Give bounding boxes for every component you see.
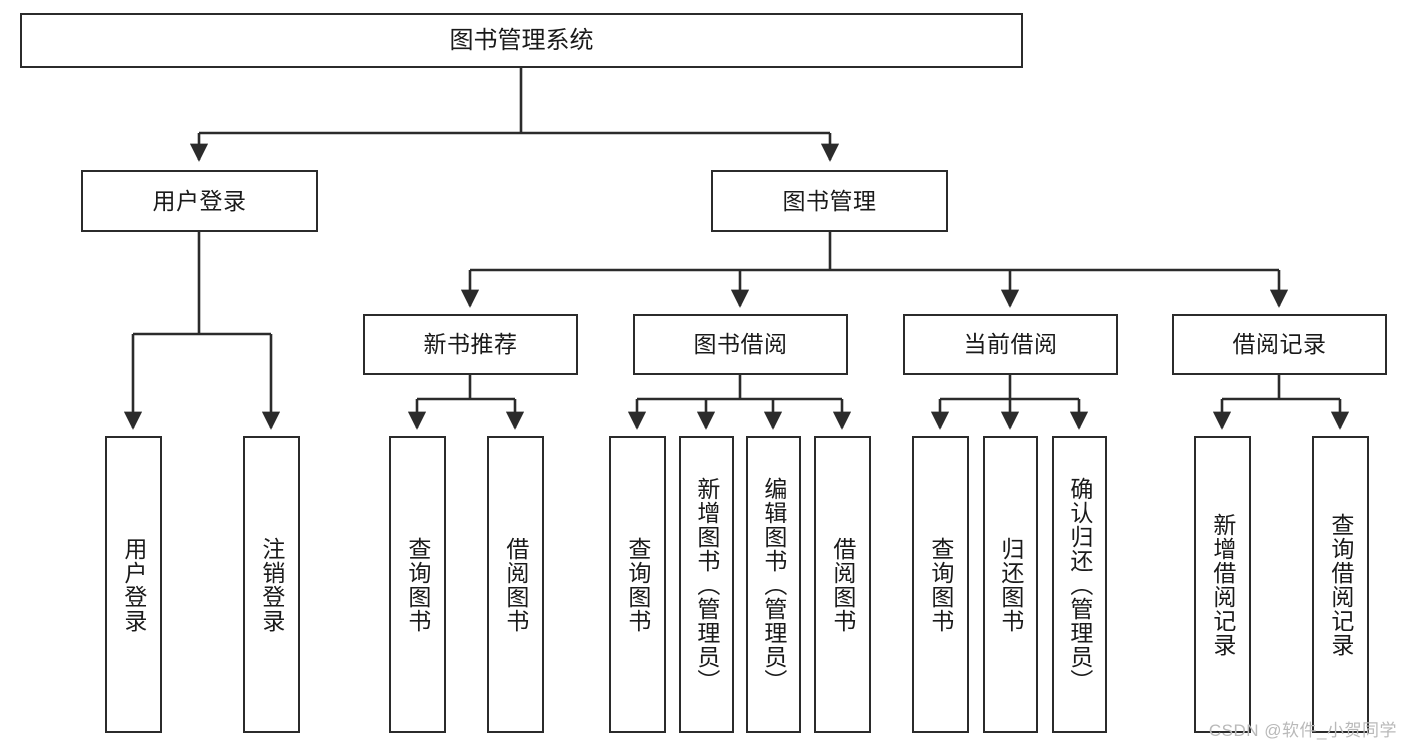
node-leaf-logout[interactable]: 注销登录 [243,436,300,733]
node-leaf-add-record-label: 新增借阅记录 [1209,512,1236,657]
node-new-book-recommend-label: 新书推荐 [423,331,518,358]
node-leaf-add-book-label: 新增图书（管理员） [693,476,720,693]
node-leaf-query-book-1[interactable]: 查询图书 [389,436,446,733]
node-leaf-confirm-return[interactable]: 确认归还（管理员） [1052,436,1107,733]
node-current-borrow-label: 当前借阅 [963,331,1058,358]
node-leaf-edit-book-label: 编辑图书（管理员） [760,476,787,693]
node-leaf-edit-book[interactable]: 编辑图书（管理员） [746,436,801,733]
node-leaf-confirm-return-label: 确认归还（管理员） [1066,476,1093,693]
node-leaf-add-book[interactable]: 新增图书（管理员） [679,436,734,733]
node-leaf-query-book-2[interactable]: 查询图书 [609,436,666,733]
node-leaf-user-login-label: 用户登录 [120,536,147,633]
node-user-login-label: 用户登录 [152,187,247,214]
watermark-csdn: CSDN @软件_小贺同学 [1208,721,1397,740]
node-leaf-user-login[interactable]: 用户登录 [105,436,162,733]
node-user-login[interactable]: 用户登录 [81,170,318,232]
node-leaf-return-book-label: 归还图书 [997,536,1024,633]
node-borrow-record-label: 借阅记录 [1232,331,1327,358]
node-leaf-borrow-book-2[interactable]: 借阅图书 [814,436,871,733]
node-leaf-query-book-3[interactable]: 查询图书 [912,436,969,733]
node-current-borrow[interactable]: 当前借阅 [903,314,1118,375]
node-new-book-recommend[interactable]: 新书推荐 [363,314,578,375]
node-leaf-return-book[interactable]: 归还图书 [983,436,1038,733]
node-leaf-query-record[interactable]: 查询借阅记录 [1312,436,1369,733]
node-leaf-query-record-label: 查询借阅记录 [1327,512,1354,657]
node-leaf-query-book-1-label: 查询图书 [404,536,431,633]
node-borrow-record[interactable]: 借阅记录 [1172,314,1387,375]
node-book-borrow[interactable]: 图书借阅 [633,314,848,375]
node-leaf-borrow-book-1[interactable]: 借阅图书 [487,436,544,733]
node-book-manage[interactable]: 图书管理 [711,170,948,232]
node-book-manage-label: 图书管理 [782,187,877,214]
node-leaf-query-book-3-label: 查询图书 [927,536,954,633]
node-root-label: 图书管理系统 [449,26,594,54]
node-leaf-logout-label: 注销登录 [258,536,285,633]
node-book-borrow-label: 图书借阅 [693,331,788,358]
node-leaf-borrow-book-1-label: 借阅图书 [502,536,529,633]
node-leaf-borrow-book-2-label: 借阅图书 [829,536,856,633]
node-root-system[interactable]: 图书管理系统 [20,13,1023,68]
node-leaf-query-book-2-label: 查询图书 [624,536,651,633]
node-leaf-add-record[interactable]: 新增借阅记录 [1194,436,1251,733]
